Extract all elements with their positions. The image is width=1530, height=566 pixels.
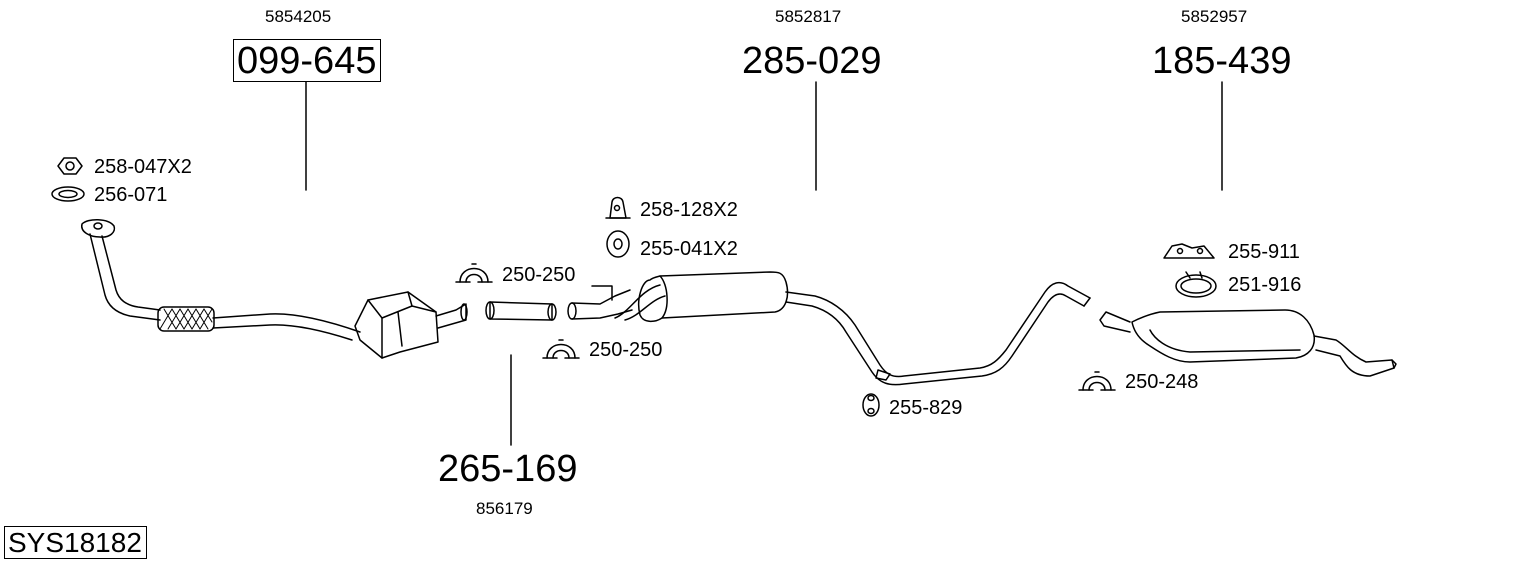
clamp-icon xyxy=(455,263,493,283)
catalytic-converter xyxy=(354,291,468,359)
acc-rubber-top[interactable]: 258-128X2 xyxy=(640,199,738,221)
part-pipe[interactable]: 265-169 xyxy=(438,448,578,490)
acc-gasket[interactable]: 256-071 xyxy=(94,184,168,206)
clamp-icon-2 xyxy=(542,339,580,359)
acc-bracket-rear[interactable]: 255-911 xyxy=(1228,241,1300,263)
acc-nut[interactable]: 258-047X2 xyxy=(94,156,192,178)
hanger-icon xyxy=(862,369,891,417)
acc-clamp-a[interactable]: 250-250 xyxy=(502,264,576,286)
nut-icon xyxy=(57,157,83,175)
middle-silencer xyxy=(614,271,1091,386)
system-code: SYS18182 xyxy=(4,526,147,559)
acc-ring-mount[interactable]: 255-041X2 xyxy=(640,238,738,260)
oe-pipe: 856179 xyxy=(476,499,533,518)
part-cat[interactable]: 099-645 xyxy=(233,39,382,82)
acc-hanger-mid[interactable]: 255-829 xyxy=(889,397,963,419)
acc-band-clamp[interactable]: 251-916 xyxy=(1228,274,1302,296)
band-clamp-icon xyxy=(1175,271,1217,298)
flex-pipe xyxy=(157,306,215,332)
bracket-icon xyxy=(1163,243,1215,259)
oe-rear: 5852957 xyxy=(1181,7,1248,26)
clamp-icon-3 xyxy=(1078,371,1116,391)
gasket-icon xyxy=(51,186,85,202)
connecting-pipe xyxy=(485,301,557,321)
rubber-mount-icon xyxy=(605,196,631,219)
acc-clamp-b[interactable]: 250-250 xyxy=(589,339,663,361)
ring-mount-icon xyxy=(606,230,630,258)
rear-silencer xyxy=(1099,309,1397,377)
part-mid[interactable]: 285-029 xyxy=(742,40,882,82)
part-rear[interactable]: 185-439 xyxy=(1152,40,1292,82)
oe-mid: 5852817 xyxy=(775,7,842,26)
oe-cat: 5854205 xyxy=(265,7,332,26)
front-pipe xyxy=(81,219,361,341)
acc-clamp-rear[interactable]: 250-248 xyxy=(1125,371,1199,393)
